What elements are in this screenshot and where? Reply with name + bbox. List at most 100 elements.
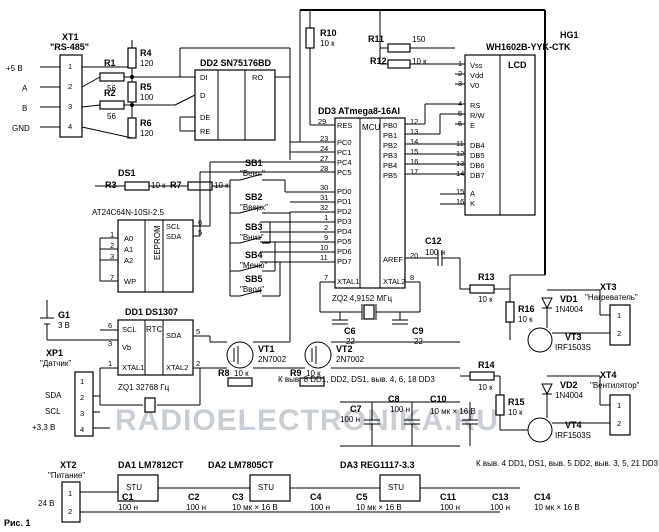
watermark: RADIOELECTRONIKA.RU (115, 404, 499, 437)
level-shifters-vt1-vt2: VT1 2N7002 VT2 2N7002 R8 10 к R9 10 к (200, 212, 460, 387)
buttons-sb1-sb5: SB1 "Вент." SB2 "Вверх" SB3 "Вниз" SB4 "… (229, 158, 290, 297)
svg-text:IRF1503S: IRF1503S (555, 343, 591, 352)
svg-text:10 к: 10 к (234, 369, 249, 378)
svg-text:"Меню": "Меню" (240, 261, 267, 270)
svg-text:R13: R13 (478, 272, 495, 282)
svg-text:10: 10 (320, 243, 328, 252)
svg-text:1: 1 (68, 62, 72, 71)
svg-text:R11: R11 (368, 34, 384, 44)
svg-text:4: 4 (80, 425, 84, 434)
svg-text:7: 7 (324, 273, 328, 282)
svg-text:120: 120 (140, 59, 154, 68)
svg-text:100: 100 (140, 93, 154, 102)
svg-text:R8: R8 (218, 368, 230, 378)
svg-text:32: 32 (320, 203, 328, 212)
svg-text:Vb: Vb (122, 343, 131, 352)
svg-text:R/W: R/W (470, 111, 486, 120)
svg-text:100 н: 100 н (425, 248, 445, 257)
svg-text:GND: GND (12, 124, 30, 133)
svg-text:VD1: VD1 (560, 294, 578, 304)
output-stage: R13 10 к R16 10 к VD1 1N4004 VT3 IRF1503… (459, 258, 640, 443)
eeprom-ds1: DS1 AT24C64N-10SI-2.5 A0 A1 A2 WP SCL SD… (92, 162, 230, 293)
svg-text:3 В: 3 В (58, 321, 70, 330)
svg-text:10 к: 10 к (478, 295, 493, 304)
svg-text:31: 31 (320, 193, 328, 202)
svg-text:24: 24 (320, 144, 328, 153)
svg-text:29: 29 (318, 117, 326, 126)
svg-text:DB4: DB4 (470, 141, 485, 150)
svg-text:C3: C3 (232, 492, 244, 502)
svg-text:SDA: SDA (45, 391, 62, 400)
svg-text:56: 56 (107, 84, 116, 93)
svg-text:R3: R3 (105, 180, 117, 190)
svg-text:VT2: VT2 (336, 344, 353, 354)
svg-text:PB0: PB0 (383, 121, 397, 130)
svg-text:C7: C7 (350, 404, 362, 414)
svg-text:R10: R10 (320, 28, 337, 38)
svg-text:A0: A0 (124, 234, 133, 243)
svg-text:VD2: VD2 (560, 380, 578, 390)
svg-text:DI: DI (200, 73, 208, 82)
svg-text:LCD: LCD (508, 60, 527, 70)
svg-text:MCU: MCU (362, 123, 380, 132)
svg-text:100 н: 100 н (310, 503, 330, 512)
svg-text:1N4004: 1N4004 (555, 391, 584, 400)
svg-text:8: 8 (410, 273, 414, 282)
svg-text:3: 3 (80, 409, 84, 418)
svg-text:14: 14 (410, 137, 418, 146)
svg-text:RO: RO (252, 73, 263, 82)
svg-text:PC5: PC5 (337, 168, 352, 177)
svg-text:2: 2 (196, 359, 200, 368)
svg-text:V0: V0 (470, 81, 479, 90)
svg-text:C13: C13 (492, 492, 509, 502)
svg-text:16: 16 (456, 197, 464, 206)
svg-text:24 В: 24 В (38, 499, 54, 508)
svg-text:DB5: DB5 (470, 151, 485, 160)
svg-text:C12: C12 (425, 236, 442, 246)
svg-text:PD5: PD5 (337, 237, 352, 246)
svg-text:C8: C8 (388, 394, 400, 404)
svg-text:PB2: PB2 (383, 141, 397, 150)
svg-text:PC4: PC4 (337, 158, 352, 167)
svg-text:HG1: HG1 (560, 30, 579, 40)
svg-text:10 к: 10 к (412, 57, 427, 66)
svg-text:150: 150 (412, 35, 426, 44)
svg-text:1: 1 (110, 230, 114, 239)
svg-text:ZQ1 32768 Гц: ZQ1 32768 Гц (118, 383, 170, 392)
svg-text:"Датчик": "Датчик" (40, 359, 71, 368)
svg-text:R14: R14 (478, 360, 495, 370)
svg-text:R7: R7 (170, 180, 182, 190)
svg-text:VT3: VT3 (565, 332, 582, 342)
svg-text:2: 2 (80, 393, 84, 402)
svg-text:9: 9 (324, 233, 328, 242)
battery-g1: G1 3 В (40, 300, 118, 341)
svg-text:R4: R4 (140, 48, 152, 58)
svg-text:10 мк × 16 В: 10 мк × 16 В (534, 503, 580, 512)
svg-text:PD7: PD7 (337, 257, 352, 266)
svg-text:DD2 SN75176BD: DD2 SN75176BD (200, 58, 272, 68)
svg-text:SCL: SCL (166, 222, 181, 231)
svg-text:SB2: SB2 (245, 192, 263, 202)
svg-text:SDA: SDA (166, 331, 181, 340)
svg-text:1: 1 (617, 311, 621, 320)
connector-xp1: XP1 "Датчик" 1 2 3 4 SDA SCL +3,3 В (32, 348, 110, 437)
svg-text:DA1 LM7812CT: DA1 LM7812CT (118, 460, 184, 470)
svg-text:PD6: PD6 (337, 247, 352, 256)
svg-text:"Питание": "Питание" (48, 471, 85, 480)
svg-text:RE: RE (200, 127, 210, 136)
svg-text:20: 20 (410, 251, 418, 260)
svg-text:G1: G1 (58, 310, 70, 320)
svg-text:2: 2 (617, 329, 621, 338)
svg-text:XP1: XP1 (46, 348, 63, 358)
svg-text:SB3: SB3 (245, 222, 263, 232)
svg-text:К выв. 4 DD1, DS1, выв. 5 DD2,: К выв. 4 DD1, DS1, выв. 5 DD2, выв. 3, 5… (476, 459, 659, 468)
svg-text:1: 1 (68, 489, 72, 498)
svg-text:+3,3 В: +3,3 В (32, 423, 55, 432)
svg-text:PB5: PB5 (383, 171, 397, 180)
svg-text:E: E (470, 121, 475, 130)
svg-text:"Вверх": "Вверх" (240, 203, 268, 212)
svg-text:15: 15 (410, 147, 418, 156)
svg-text:28: 28 (320, 164, 328, 173)
svg-text:A2: A2 (124, 256, 133, 265)
svg-text:C9: C9 (412, 326, 424, 336)
